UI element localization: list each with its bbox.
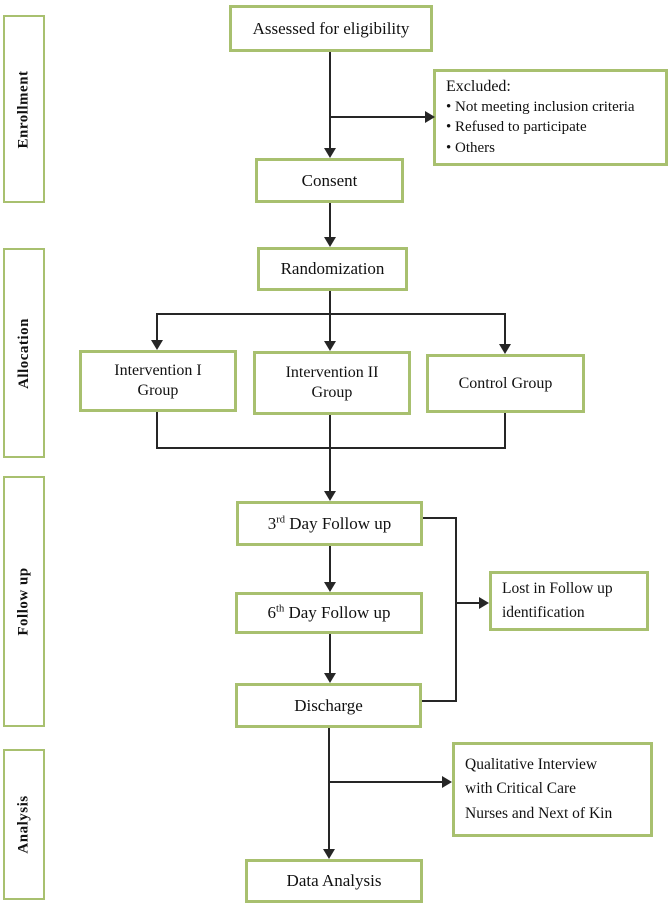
node-consent: Consent bbox=[255, 158, 404, 203]
stage-label-allocation: Allocation bbox=[3, 248, 45, 458]
node-excluded: Excluded: Not meeting inclusion criteria… bbox=[433, 69, 668, 166]
lost-line1: Lost in Follow up bbox=[502, 579, 613, 597]
day6-ordinal: th bbox=[276, 603, 285, 615]
excluded-bullet-3: Others bbox=[446, 138, 495, 158]
stage-label-follow-up-text: Follow up bbox=[15, 567, 32, 636]
node-randomization-label: Randomization bbox=[280, 259, 385, 279]
day6-rest: Day Follow up bbox=[284, 603, 391, 623]
node-discharge: Discharge bbox=[235, 683, 422, 728]
connector-bracket-vertical bbox=[455, 517, 457, 702]
excluded-title: Excluded: bbox=[446, 78, 511, 96]
connector-branch-to-excluded bbox=[330, 116, 425, 118]
connector-bracket-bottom bbox=[422, 700, 457, 702]
day3-rest: Day Follow up bbox=[285, 513, 392, 533]
node-data-analysis: Data Analysis bbox=[245, 859, 423, 903]
day3-label: 3rd Day Follow up bbox=[267, 513, 392, 533]
connector-discharge-to-data-analysis bbox=[328, 728, 330, 849]
connector-assessed-to-consent bbox=[329, 52, 331, 148]
connector-day3-to-day6 bbox=[329, 546, 331, 582]
stage-label-enrollment: Enrollment bbox=[3, 15, 45, 203]
stage-label-enrollment-text: Enrollment bbox=[15, 69, 32, 149]
arrowhead-to-consent bbox=[324, 148, 336, 158]
intervention-2-line2: Group bbox=[311, 384, 353, 401]
node-assessed-label: Assessed for eligibility bbox=[252, 18, 410, 38]
arrowhead-to-excluded bbox=[425, 111, 435, 123]
intervention-2-line1: Intervention II bbox=[285, 364, 379, 381]
node-intervention-2-group: Intervention II Group bbox=[253, 351, 411, 415]
node-control-group: Control Group bbox=[426, 354, 585, 413]
arrowhead-to-day3 bbox=[324, 491, 336, 501]
excluded-bullet-2: Refused to participate bbox=[446, 117, 587, 137]
excluded-bullet-1: Not meeting inclusion criteria bbox=[446, 97, 635, 117]
intervention-1-line2: Group bbox=[137, 382, 179, 399]
data-analysis-label: Data Analysis bbox=[286, 871, 382, 891]
connector-to-intervention1 bbox=[156, 313, 158, 341]
node-intervention-1-group: Intervention I Group bbox=[79, 350, 237, 412]
stage-label-allocation-text: Allocation bbox=[15, 317, 32, 389]
node-randomization: Randomization bbox=[257, 247, 408, 291]
connector-merge-bar bbox=[156, 447, 506, 449]
arrowhead-to-randomization bbox=[324, 237, 336, 247]
arrowhead-to-qualitative bbox=[442, 776, 452, 788]
qualitative-line3: Nurses and Next of Kin bbox=[465, 804, 613, 822]
node-3rd-day-follow-up: 3rd Day Follow up bbox=[236, 501, 423, 546]
node-assessed-for-eligibility: Assessed for eligibility bbox=[229, 5, 433, 52]
connector-consent-to-randomization bbox=[329, 203, 331, 238]
connector-merge-to-day3 bbox=[329, 415, 331, 491]
day6-label: 6th Day Follow up bbox=[267, 603, 391, 623]
discharge-label: Discharge bbox=[294, 695, 363, 715]
arrowhead-to-discharge bbox=[324, 673, 336, 683]
arrowhead-to-intervention2 bbox=[324, 341, 336, 351]
node-lost-in-follow-up: Lost in Follow up identification bbox=[489, 571, 649, 631]
connector-intervention1-down bbox=[156, 412, 158, 449]
node-qualitative-interview: Qualitative Interview with Critical Care… bbox=[452, 742, 653, 837]
node-consent-label: Consent bbox=[301, 170, 358, 190]
qualitative-line2: with Critical Care bbox=[465, 780, 577, 798]
connector-branch-to-qualitative bbox=[328, 781, 442, 783]
connector-to-control bbox=[504, 313, 506, 345]
intervention-1-line1: Intervention I bbox=[114, 362, 202, 379]
connector-control-down bbox=[504, 413, 506, 449]
lost-line2: identification bbox=[502, 604, 585, 621]
connector-allocation-split bbox=[156, 313, 506, 315]
stage-label-follow-up: Follow up bbox=[3, 476, 45, 727]
qualitative-line1: Qualitative Interview bbox=[465, 756, 598, 774]
connector-to-intervention2 bbox=[329, 313, 331, 342]
stage-label-analysis: Analysis bbox=[3, 749, 45, 900]
arrowhead-to-data-analysis bbox=[323, 849, 335, 859]
stage-label-analysis-text: Analysis bbox=[15, 795, 32, 854]
arrowhead-to-day6 bbox=[324, 582, 336, 592]
node-6th-day-follow-up: 6th Day Follow up bbox=[235, 592, 423, 634]
connector-bracket-top bbox=[423, 517, 457, 519]
arrowhead-to-control bbox=[499, 344, 511, 354]
control-group-label: Control Group bbox=[458, 374, 553, 392]
arrowhead-to-lost bbox=[479, 597, 489, 609]
arrowhead-to-intervention1 bbox=[151, 340, 163, 350]
connector-day6-to-discharge bbox=[329, 634, 331, 673]
connector-to-lost bbox=[457, 602, 479, 604]
connector-randomization-stem bbox=[329, 291, 331, 315]
day3-ordinal: rd bbox=[276, 514, 286, 526]
